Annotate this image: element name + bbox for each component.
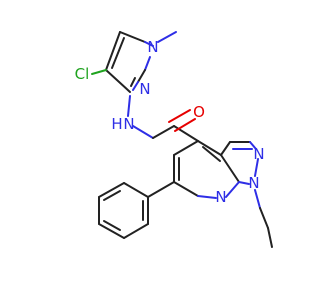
bond <box>144 56 151 71</box>
bond <box>103 190 121 201</box>
atom-label-chlorine: Cl <box>75 65 90 83</box>
bond <box>197 195 217 199</box>
atom-label-nitrogen: N <box>253 145 264 163</box>
bond <box>147 181 175 198</box>
bond <box>197 140 222 156</box>
bond <box>91 69 107 75</box>
bond <box>144 41 154 47</box>
bond <box>220 154 240 183</box>
atom-label-hydrogen: H <box>111 115 122 133</box>
structure-drawing: Cl N N N H O N N N <box>75 31 273 248</box>
bond <box>225 181 240 198</box>
bond <box>174 118 196 132</box>
bond <box>157 31 177 43</box>
bond <box>202 146 221 162</box>
bond <box>254 158 259 177</box>
bond <box>105 31 121 71</box>
bond <box>152 125 175 139</box>
bond <box>220 141 231 156</box>
atom-label-nitrogen: N <box>248 174 259 192</box>
bond <box>98 182 125 198</box>
bond <box>127 95 131 117</box>
bond <box>98 223 125 239</box>
bond <box>132 81 139 91</box>
bond <box>123 182 149 198</box>
bond <box>173 140 199 156</box>
bond <box>103 220 121 231</box>
bond <box>238 181 250 185</box>
bond <box>105 69 131 93</box>
bond <box>254 189 261 209</box>
bond <box>111 37 125 69</box>
bond <box>259 207 269 229</box>
bond <box>132 125 154 139</box>
bond <box>173 181 199 197</box>
bond <box>119 31 146 43</box>
bond <box>137 69 146 83</box>
bond <box>123 223 149 239</box>
molecule-diagram: Cl N N N H O N N N <box>74 31 273 248</box>
bond <box>130 77 136 87</box>
atom-label-nitrogen: N <box>147 38 158 56</box>
atom-label-nitrogen: N <box>123 115 134 133</box>
atom-label-nitrogen: N <box>215 188 226 206</box>
bond <box>168 109 191 123</box>
bond <box>267 227 273 248</box>
bond <box>173 125 199 142</box>
atom-label-nitrogen: N <box>139 80 150 98</box>
bond <box>249 141 257 150</box>
atom-label-oxygen: O <box>193 103 205 121</box>
